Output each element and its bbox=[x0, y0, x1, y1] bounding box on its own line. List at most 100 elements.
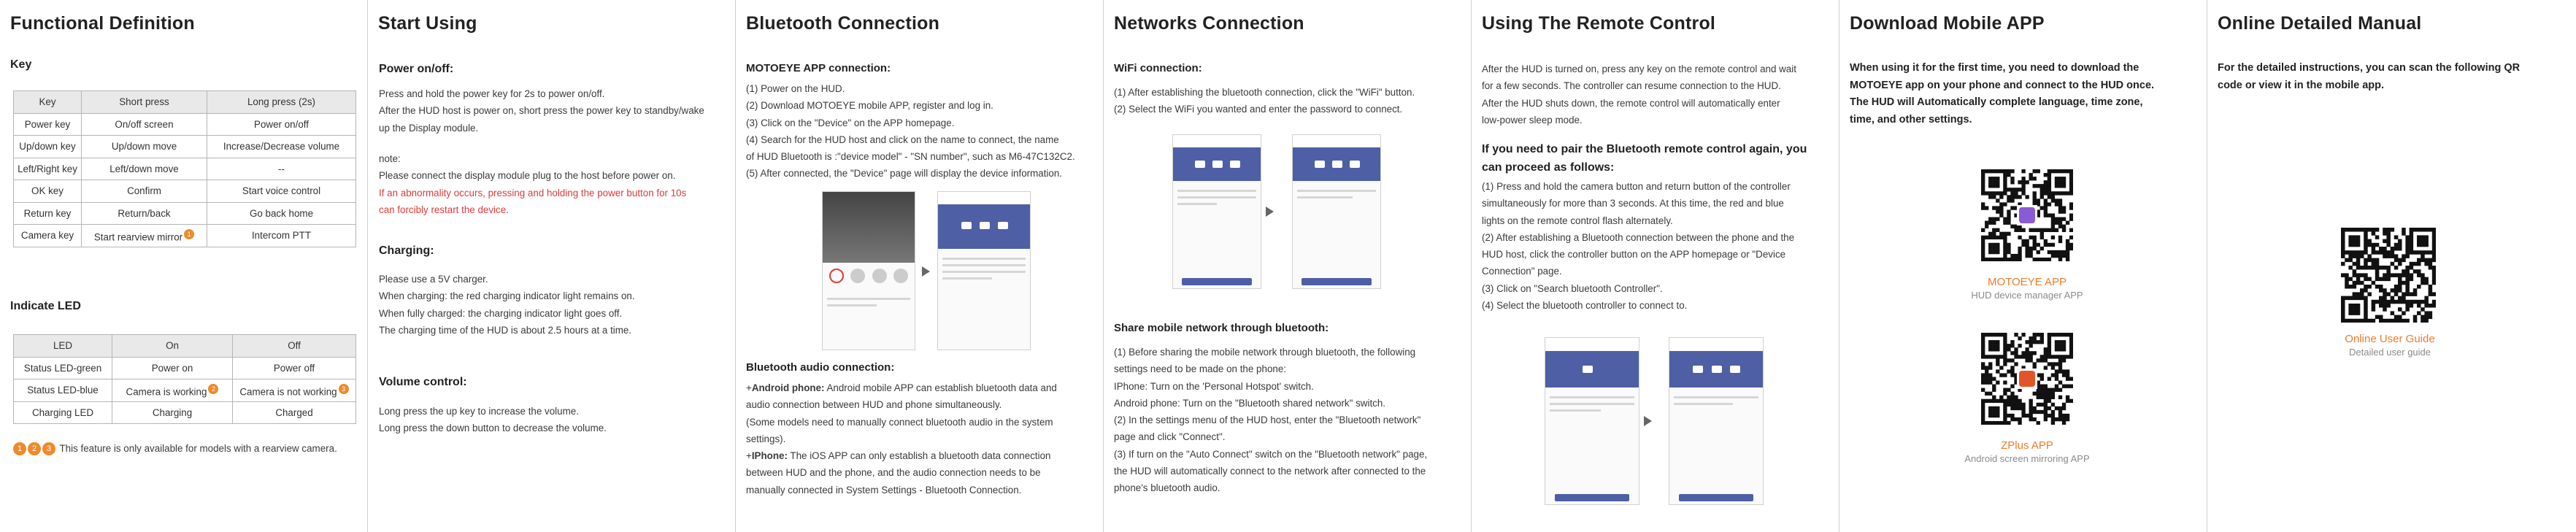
arrow-right-icon bbox=[922, 266, 930, 277]
zplus-qr-code-icon bbox=[1981, 333, 2073, 425]
text-line: (2) After establishing a Bluetooth conne… bbox=[1482, 231, 1795, 243]
power-text: Press and hold the power key for 2s to p… bbox=[379, 85, 704, 136]
section-title: Start Using bbox=[378, 13, 477, 34]
android-line: +Android phone: Android mobile APP can e… bbox=[746, 379, 1057, 396]
text-line: time, and other settings. bbox=[1850, 113, 1972, 126]
section-online-manual: Online Detailed Manual For the detailed … bbox=[2207, 0, 2576, 532]
zplus-app-desc: Android screen mirroring APP bbox=[1964, 453, 2090, 464]
text-line: HUD host, click the controller button on… bbox=[1482, 249, 1786, 261]
table-cell: Status LED-green bbox=[13, 356, 112, 379]
table-cell: Return/back bbox=[81, 201, 207, 225]
text-line: (2) Download MOTOEYE mobile APP, registe… bbox=[746, 100, 993, 112]
header-cell: Short press bbox=[81, 90, 207, 114]
text-line: phone's bluetooth audio. bbox=[1114, 482, 1220, 494]
text-line: (5) After connected, the "Device" page w… bbox=[746, 168, 1063, 180]
app-screenshot-photo bbox=[822, 191, 915, 350]
section-bluetooth-connection: Bluetooth Connection MOTOEYE APP connect… bbox=[736, 0, 1104, 532]
text-line: low-power sleep mode. bbox=[1482, 114, 1583, 126]
warning-line: If an abnormality occurs, pressing and h… bbox=[379, 187, 687, 198]
text-line: For the detailed instructions, you can s… bbox=[2218, 62, 2521, 74]
wifi-screenshot-1 bbox=[1172, 134, 1261, 289]
section-functional-definition: Functional Definition Key Key Short pres… bbox=[0, 0, 368, 532]
text-line: Long press the down button to decrease t… bbox=[379, 423, 607, 434]
table-cell: Increase/Decrease volume bbox=[207, 135, 356, 158]
note-text: note: Please connect the display module … bbox=[379, 150, 686, 218]
text-line: of HUD Bluetooth is :"device model" - "S… bbox=[746, 151, 1075, 163]
heading-line: If you need to pair the Bluetooth remote… bbox=[1482, 143, 1807, 155]
text-line: (1) Press and hold the camera button and… bbox=[1482, 181, 1791, 192]
section-title: Bluetooth Connection bbox=[746, 13, 940, 34]
header-cell: LED bbox=[13, 334, 112, 358]
table-cell: Status LED-blue bbox=[13, 379, 112, 402]
text-line: manually connected in System Settings - … bbox=[746, 484, 1022, 496]
motoeye-app-name: MOTOEYE APP bbox=[1987, 276, 2067, 288]
section-title: Functional Definition bbox=[10, 13, 195, 34]
text-line: page and click "Connect". bbox=[1114, 431, 1226, 443]
footnote-badge: 1 bbox=[184, 228, 195, 239]
section-title: Using The Remote Control bbox=[1482, 13, 1716, 34]
wifi-steps: (1) After establishing the bluetooth con… bbox=[1114, 84, 1415, 118]
table-cell: Power off bbox=[232, 356, 356, 379]
text-line: The iOS APP can only establish a bluetoo… bbox=[787, 450, 1051, 462]
section-networks-connection: Networks Connection WiFi connection: (1)… bbox=[1104, 0, 1472, 532]
text-line: (3) Click on the "Device" on the APP hom… bbox=[746, 117, 955, 128]
text-line: between HUD and the phone, and the audio… bbox=[746, 467, 1041, 479]
text-line: settings need to be made on the phone: bbox=[1114, 363, 1287, 375]
text-line: Android mobile APP can establish bluetoo… bbox=[824, 382, 1057, 393]
text-line: (4) Search for the HUD host and click on… bbox=[746, 134, 1059, 145]
text-line: MOTOEYE app on your phone and connect to… bbox=[1850, 79, 2155, 91]
charging-text: Please use a 5V charger. When charging: … bbox=[379, 271, 635, 339]
text-line: simultaneously for more than 3 seconds. … bbox=[1482, 198, 1784, 209]
section-title: Online Detailed Manual bbox=[2218, 13, 2422, 34]
text-line: (3) Click on "Search bluetooth Controlle… bbox=[1482, 282, 1663, 294]
text-line: Press and hold the power key for 2s to p… bbox=[379, 88, 605, 99]
text-line: Please connect the display module plug t… bbox=[379, 170, 676, 182]
text-line: The charging time of the HUD is about 2.… bbox=[379, 324, 632, 336]
text-line: The HUD will Automatically complete lang… bbox=[1850, 96, 2143, 108]
volume-heading: Volume control: bbox=[379, 376, 467, 388]
text-line: (1) Power on the HUD. bbox=[746, 83, 845, 94]
text-line: Android phone: Turn on the "Bluetooth sh… bbox=[1114, 397, 1386, 409]
footnote-badge: 2 bbox=[28, 442, 41, 456]
section-start-using: Start Using Power on/off: Press and hold… bbox=[368, 0, 736, 532]
table-cell: Charged bbox=[232, 401, 356, 424]
bullet: + bbox=[746, 382, 752, 393]
android-label: Android phone: bbox=[751, 382, 825, 393]
table-cell: Charging LED bbox=[13, 401, 112, 424]
app-connection-steps: (1) Power on the HUD. (2) Download MOTOE… bbox=[746, 80, 1075, 182]
app-screenshot-device bbox=[937, 191, 1031, 350]
table-cell: Start voice control bbox=[207, 180, 356, 203]
remote-screenshot-2 bbox=[1669, 337, 1764, 505]
text-line: After the HUD shuts down, the remote con… bbox=[1482, 97, 1780, 109]
iphone-line: +IPhone: The iOS APP can only establish … bbox=[746, 447, 1057, 464]
text-line: lights on the remote control flash alter… bbox=[1482, 215, 1673, 226]
table-cell: Up/down move bbox=[81, 135, 207, 158]
volume-text: Long press the up key to increase the vo… bbox=[379, 403, 607, 437]
text-line: note: bbox=[379, 153, 401, 164]
text-line: audio connection between HUD and phone s… bbox=[746, 399, 1002, 411]
table-cell: Left/Right key bbox=[13, 157, 82, 180]
table-cell: Up/down key bbox=[13, 135, 82, 158]
section-remote-control: Using The Remote Control After the HUD i… bbox=[1472, 0, 1839, 532]
table-cell: Power on/off bbox=[207, 112, 356, 136]
pair-steps: (1) Press and hold the camera button and… bbox=[1482, 178, 1794, 314]
manual-intro: For the detailed instructions, you can s… bbox=[2218, 60, 2520, 94]
table-cell: OK key bbox=[13, 180, 82, 203]
bullet: + bbox=[746, 450, 752, 462]
table-cell: Intercom PTT bbox=[207, 224, 356, 247]
heading-line: can proceed as follows: bbox=[1482, 161, 1615, 174]
text-line: settings). bbox=[746, 433, 786, 444]
charging-heading: Charging: bbox=[379, 244, 434, 257]
header-cell: Off bbox=[232, 334, 356, 358]
header-cell: On bbox=[112, 334, 233, 358]
section-title: Download Mobile APP bbox=[1850, 13, 2045, 34]
text-line: Connection" page. bbox=[1482, 266, 1562, 277]
